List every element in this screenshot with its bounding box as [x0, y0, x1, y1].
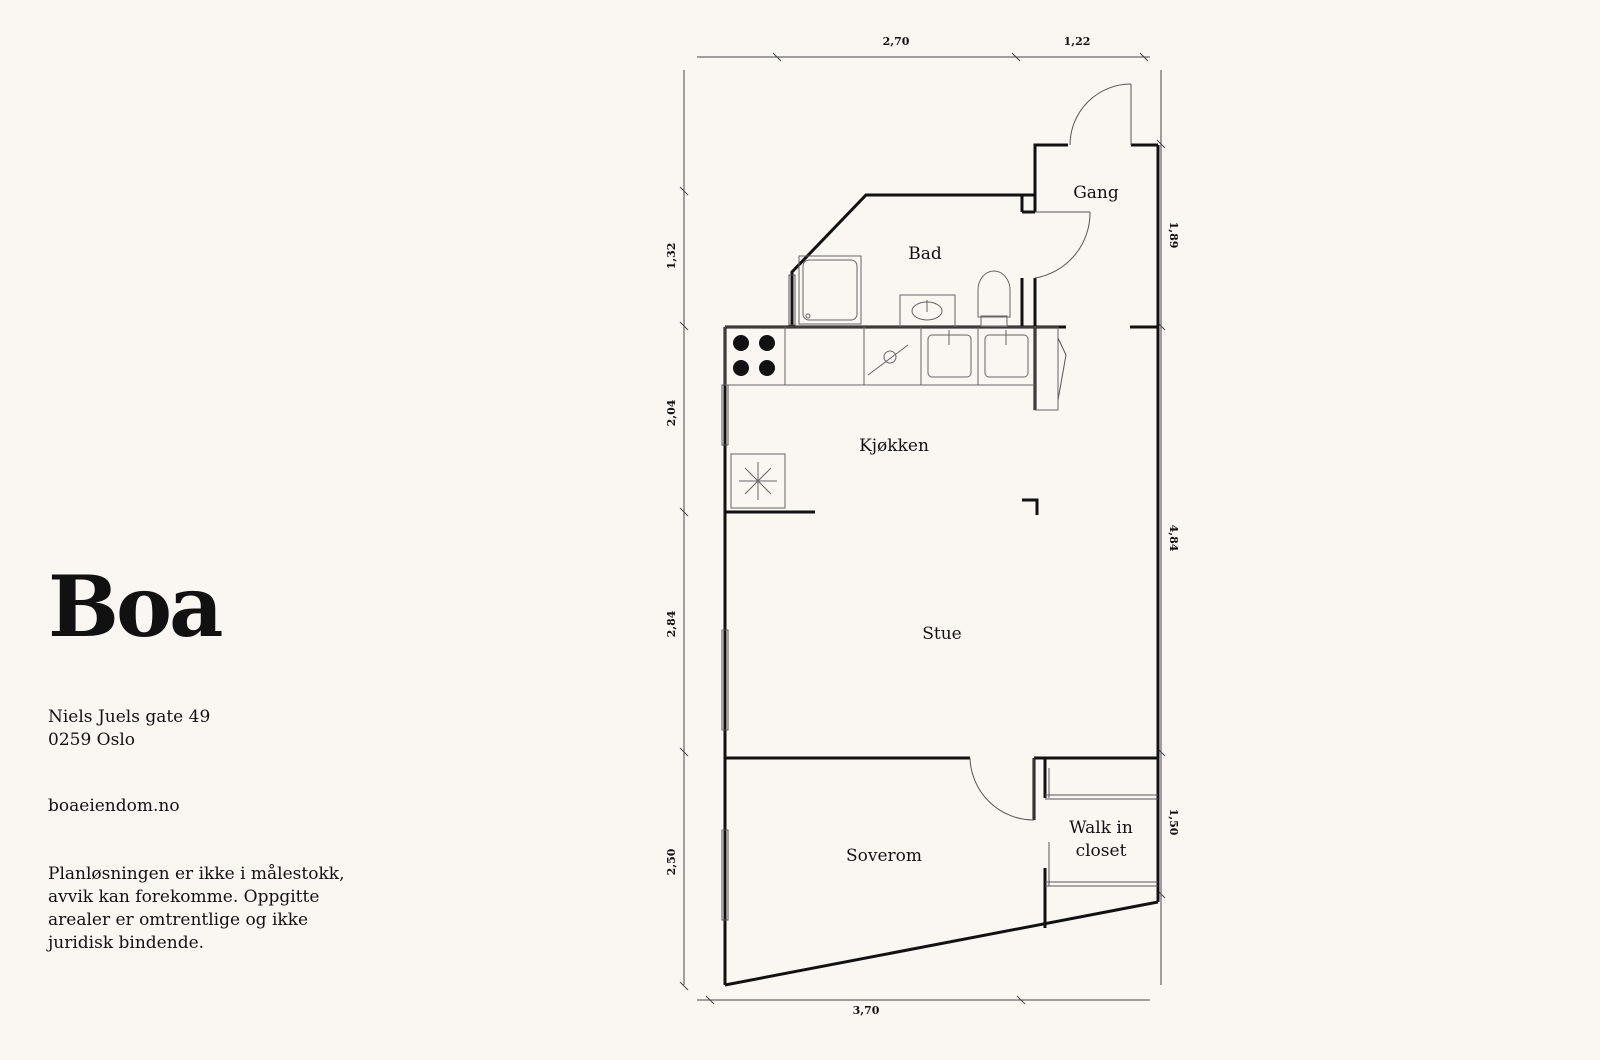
dimension-right-3: 1,50 — [1167, 809, 1180, 836]
dimension-right-2: 4,84 — [1167, 525, 1180, 552]
room-label-walkin-line2: closet — [1076, 841, 1127, 861]
dimension-top-left: 2,70 — [883, 35, 910, 48]
kitchen-counter — [724, 326, 1059, 411]
dimension-left-2: 2,04 — [665, 399, 678, 426]
website-link[interactable]: boaeiendom.no — [48, 796, 180, 816]
toilet-icon — [977, 270, 1011, 327]
bathroom-sink-icon — [899, 294, 956, 328]
room-label-bad: Bad — [908, 244, 942, 264]
room-label-stue: Stue — [922, 624, 962, 644]
doors — [969, 83, 1132, 821]
windows — [721, 274, 796, 921]
dimension-left-1: 1,32 — [665, 243, 678, 270]
info-panel: Boa Niels Juels gate 49 0259 Oslo boaeie… — [48, 0, 368, 1060]
shower-icon — [798, 255, 862, 325]
dimension-bottom: 3,70 — [853, 1004, 880, 1017]
closet-shelves — [1045, 768, 1158, 887]
dimension-left-3: 2,84 — [665, 610, 678, 637]
dimension-lines — [679, 52, 1166, 1005]
address-street: Niels Juels gate 49 — [48, 707, 211, 727]
vent-fan-icon — [730, 453, 786, 509]
dimension-top-right: 1,22 — [1064, 35, 1091, 48]
kitchen-sink-icon — [927, 330, 1029, 378]
brand-logo: Boa — [48, 557, 223, 656]
disclaimer-text: Planløsningen er ikke i målestokk, avvik… — [48, 864, 345, 953]
address-city: 0259 Oslo — [48, 730, 136, 750]
dishwasher-icon — [867, 344, 909, 376]
dimension-left-4: 2,50 — [665, 848, 678, 875]
stove-icon — [733, 335, 775, 376]
walls — [723, 143, 1160, 987]
dimension-right-1: 1,89 — [1167, 222, 1180, 249]
room-label-gang: Gang — [1073, 183, 1119, 203]
room-label-kjokken: Kjøkken — [859, 436, 929, 456]
address: Niels Juels gate 49 0259 Oslo — [48, 706, 210, 752]
room-label-walkin-line1: Walk in — [1069, 818, 1133, 838]
room-label-soverom: Soverom — [846, 846, 922, 866]
